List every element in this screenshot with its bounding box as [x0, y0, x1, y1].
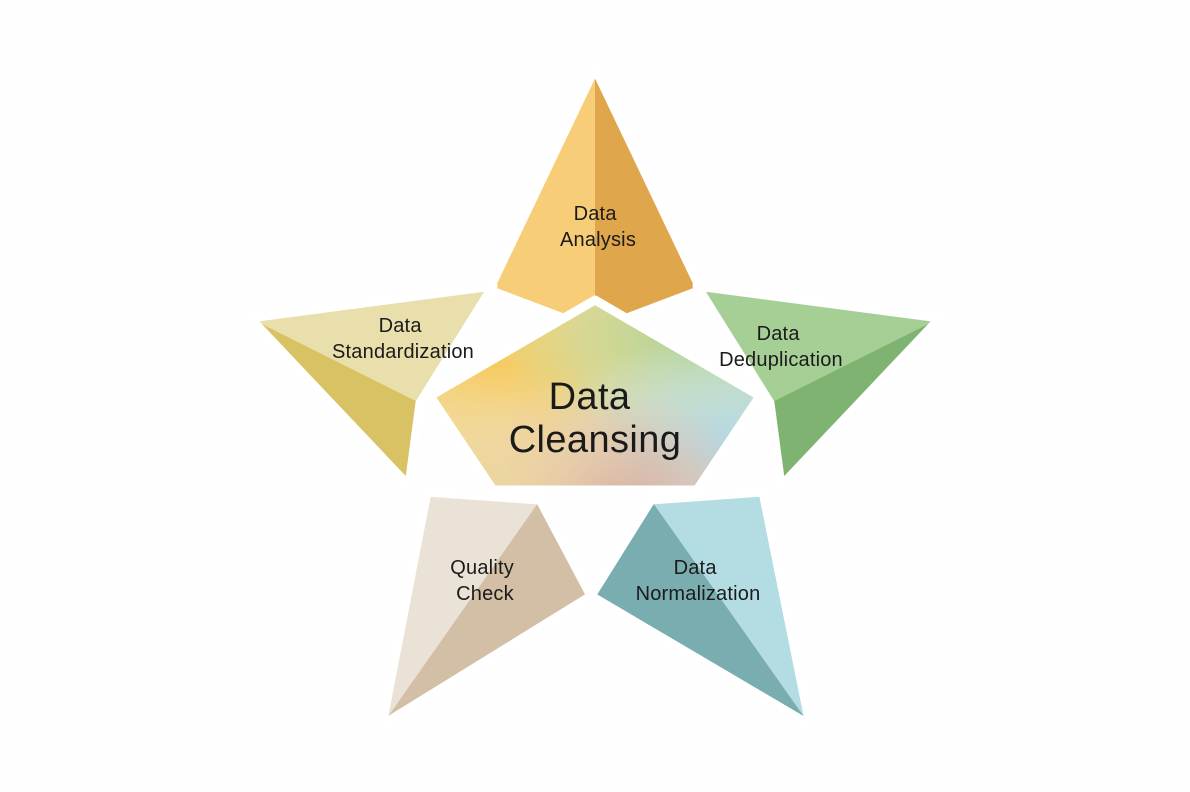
data-standardization-label: Data Standardization — [332, 315, 474, 363]
data-standardization-outline — [245, 281, 498, 491]
data-normalization-facet-dark — [591, 500, 810, 725]
data-deduplication-outline — [692, 281, 945, 491]
data-standardization-label-line1: Data — [379, 315, 423, 337]
data-deduplication-label-line1: Data — [757, 323, 801, 345]
star-point-data-standardization[interactable]: Data Standardization — [245, 281, 498, 491]
quality-check-label-line1: Quality — [450, 557, 514, 579]
data-normalization-label: Data Normalization — [636, 557, 761, 605]
data-standardization-label-line2: Standardization — [332, 341, 474, 363]
center-title: Data Cleansing — [509, 376, 682, 461]
center-outline — [425, 295, 765, 495]
quality-check-label-line2: Check — [456, 583, 514, 605]
data-analysis-label: Data Analysis — [560, 203, 636, 251]
star-point-data-analysis[interactable]: Data Analysis — [484, 63, 706, 335]
data-analysis-label-line1: Data — [574, 203, 618, 225]
star-point-quality-check[interactable]: Quality Check — [377, 487, 596, 730]
data-deduplication-label-line2: Deduplication — [719, 349, 843, 371]
center-title-line1: Data — [549, 376, 631, 418]
data-normalization-label-line1: Data — [674, 557, 718, 579]
center-title-line2: Cleansing — [509, 419, 682, 461]
data-analysis-label-line2: Analysis — [560, 229, 636, 251]
quality-check-facet-dark — [382, 500, 591, 725]
quality-check-label: Quality Check — [450, 557, 519, 605]
quality-check-facet-light — [382, 492, 540, 725]
star-point-data-normalization[interactable]: Data Normalization — [586, 487, 815, 730]
data-deduplication-facet-light — [697, 286, 940, 403]
data-deduplication-label: Data Deduplication — [719, 323, 843, 371]
star-point-data-deduplication[interactable]: Data Deduplication — [692, 281, 945, 491]
data-standardization-facet-light — [250, 286, 493, 403]
quality-check-outline — [377, 487, 596, 730]
data-normalization-outline — [586, 487, 815, 730]
data-normalization-label-line2: Normalization — [636, 583, 761, 605]
